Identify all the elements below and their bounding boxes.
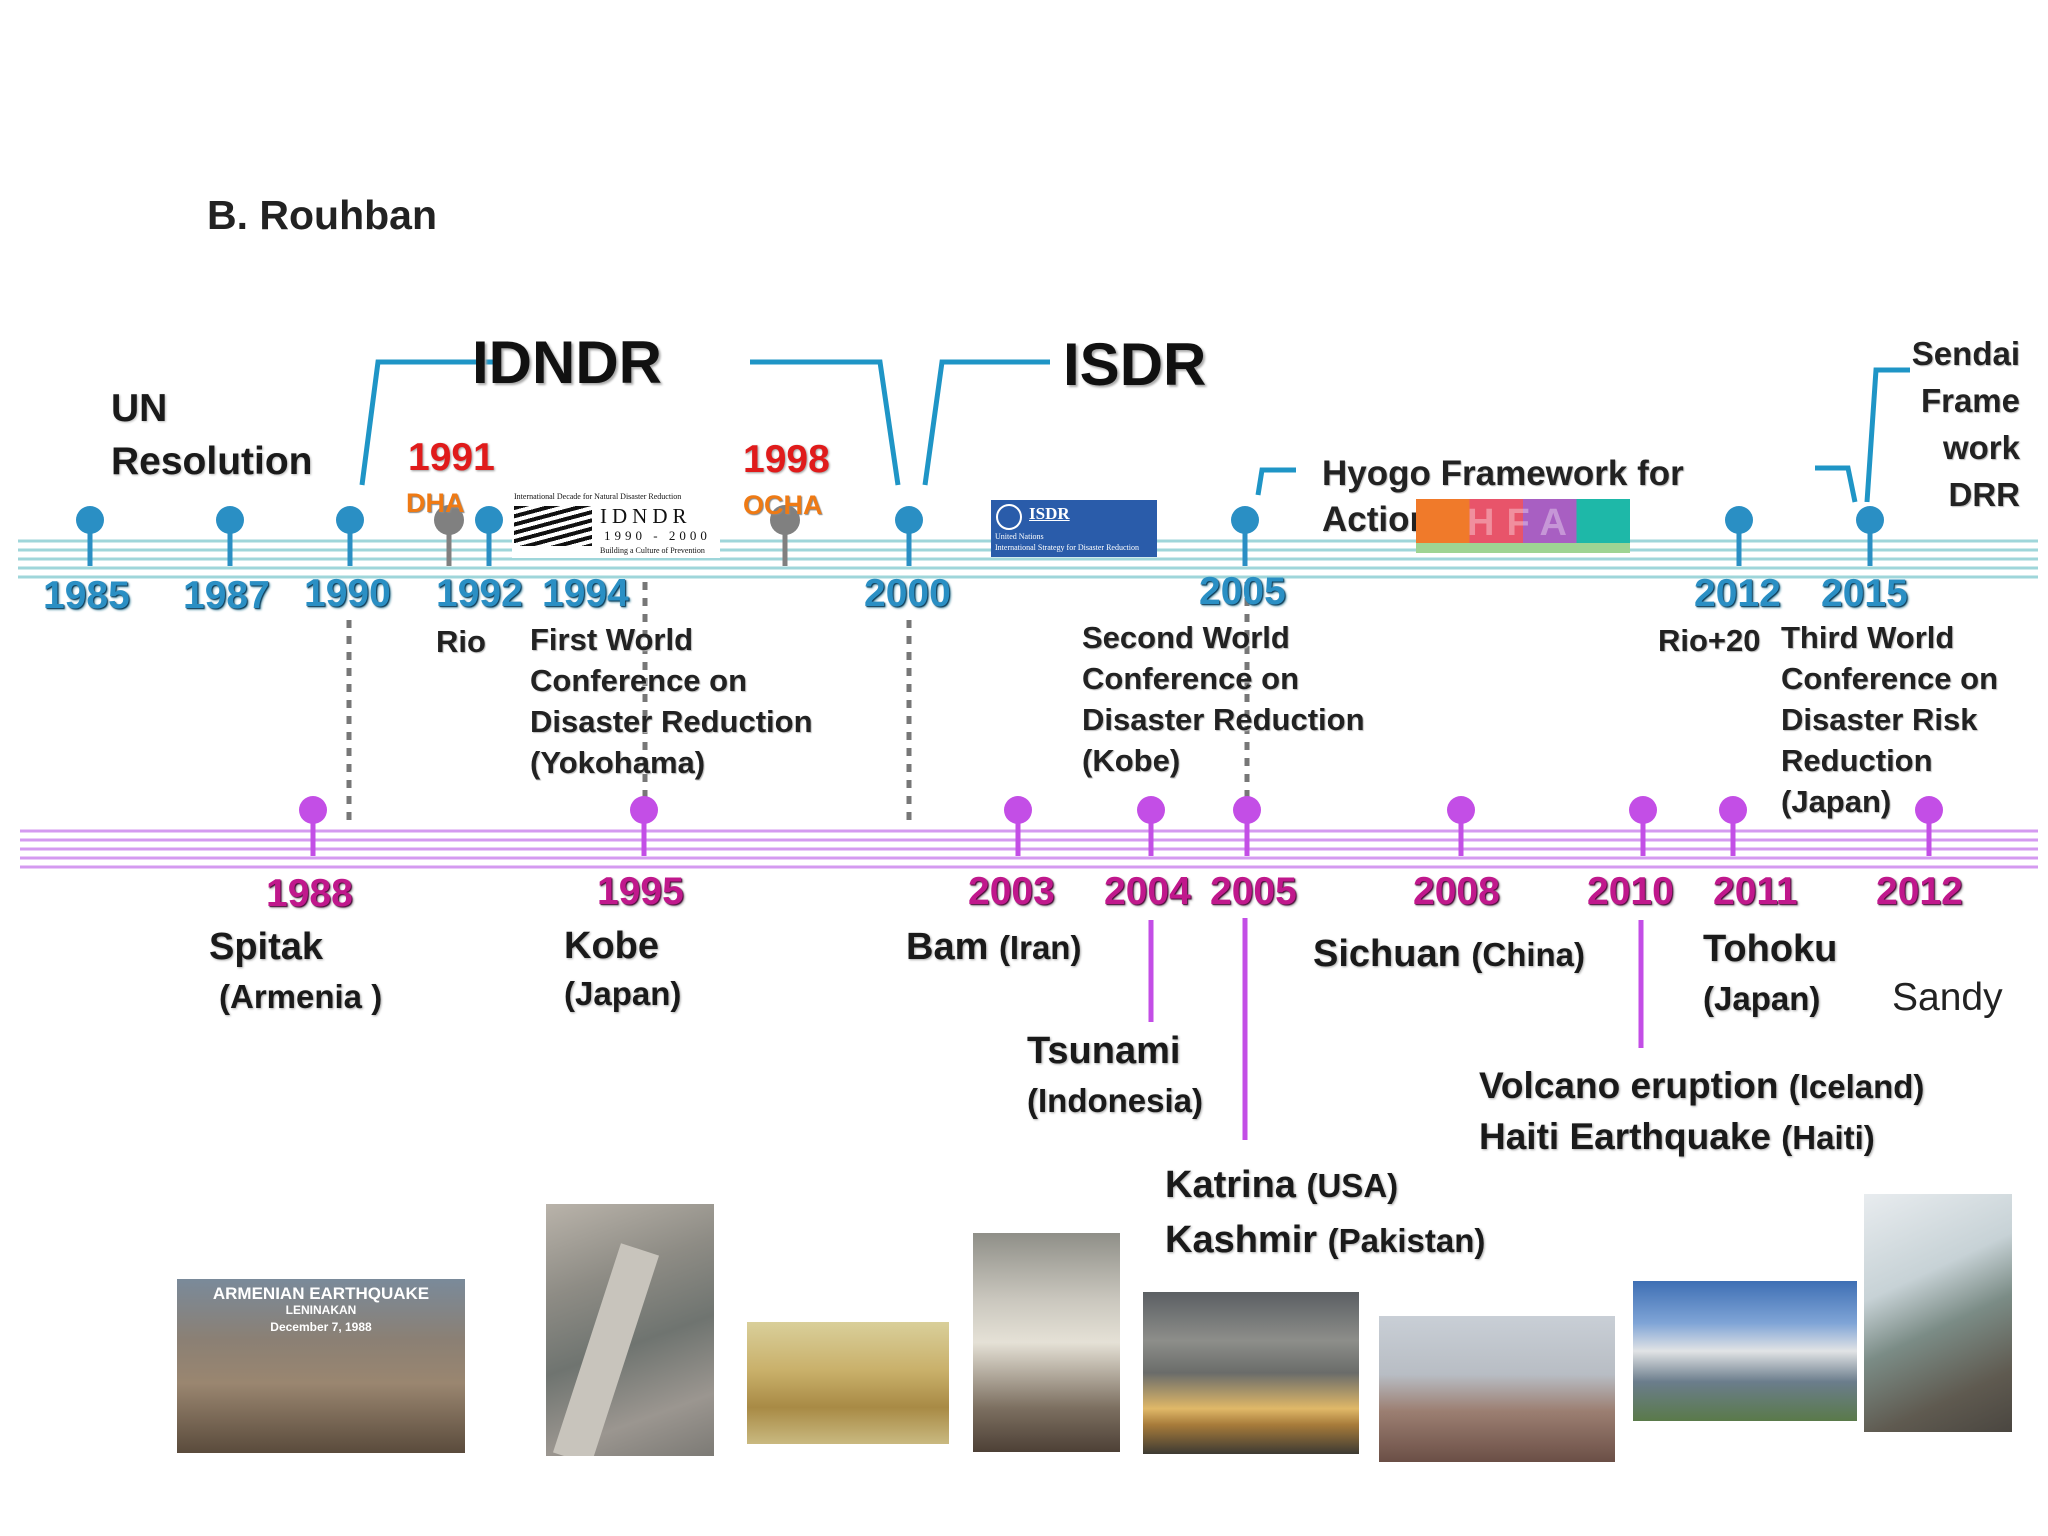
bottom-year-label: 1995 [597, 870, 684, 913]
bam-citadel-photo [747, 1322, 949, 1444]
sandy-coastline-photo [1864, 1194, 2012, 1432]
un-resolution-label: UN Resolution [111, 387, 313, 483]
top-year-label: 1987 [183, 574, 270, 617]
gray-pins [434, 505, 800, 566]
first-conference-label: First World Conference on Disaster Reduc… [530, 622, 813, 780]
bottom-year-label: 2004 [1104, 870, 1191, 913]
sendai-framework-label: Sendai Frame work DRR [1911, 335, 2020, 513]
second-conference-label: Second World Conference on Disaster Redu… [1082, 620, 1365, 778]
bottom-year-label: 1988 [266, 872, 353, 915]
bottom-timeline-band [20, 829, 2038, 869]
idndr-bracket-left [359, 359, 496, 486]
un-emblem-icon [996, 504, 1022, 530]
event-tsunami: Tsunami (Indonesia) [1027, 1030, 1204, 1119]
bottom-year-label: 2003 [968, 870, 1055, 913]
agency-pin [434, 505, 464, 535]
top-timeline-pin [1856, 506, 1884, 534]
top-timeline-pin [895, 506, 923, 534]
armenia-earthquake-photo: ARMENIAN EARTHQUAKE LENINAKAN December 7… [177, 1279, 465, 1453]
bottom-year-label: 2005 [1210, 870, 1297, 913]
agency-pin [770, 505, 800, 535]
tsunami-photo [973, 1233, 1120, 1452]
hfa-logo-text: HFA [1467, 502, 1579, 544]
bottom-year-label: 2008 [1413, 870, 1500, 913]
top-year-label: 1985 [43, 574, 130, 617]
third-conference-label: Third World Conference on Disaster Risk … [1781, 620, 1999, 819]
hurricane-katrina-photo [1143, 1292, 1359, 1454]
top-timeline-pin [1231, 506, 1259, 534]
bottom-timeline-pin [299, 796, 327, 824]
top-year-label: 2015 [1821, 572, 1908, 615]
armenia-photo-caption: ARMENIAN EARTHQUAKE LENINAKAN December 7… [212, 1284, 430, 1334]
event-volcano-haiti: Volcano eruption (Iceland) Haiti Earthqu… [1479, 1065, 1925, 1157]
idndr-heading: IDNDR [472, 329, 662, 396]
top-year-label: 1994 [542, 572, 629, 615]
event-bam: Bam (Iran) [906, 926, 1082, 968]
kobe-earthquake-photo [546, 1204, 714, 1456]
idndr-logo-wave [514, 506, 592, 546]
top-timeline-pin [216, 506, 244, 534]
top-year-label: 1990 [304, 572, 391, 615]
top-year-label: 2012 [1694, 572, 1781, 615]
isdr-logo-line2: International Strategy for Disaster Redu… [995, 543, 1139, 552]
bottom-timeline-pin [1137, 796, 1165, 824]
top-timeline-pin [475, 506, 503, 534]
top-timeline-pin [76, 506, 104, 534]
bottom-timeline-pin [630, 796, 658, 824]
top-year-label: 1992 [436, 572, 523, 615]
hyogo-bracket [1255, 467, 1296, 496]
idndr-logo-tagline: Building a Culture of Prevention [600, 546, 705, 555]
top-year-label: 2000 [864, 572, 951, 615]
idndr-logo-years: 1990 - 2000 [604, 528, 711, 543]
bottom-timeline-pin [1629, 796, 1657, 824]
event-sichuan: Sichuan (China) [1313, 933, 1586, 975]
sendai-bracket-right [1864, 367, 1910, 503]
sendai-bracket-left [1815, 465, 1858, 503]
hyogo-framework-label: Hyogo Framework for Action [1322, 454, 1684, 539]
bottom-pins [299, 796, 1943, 856]
top-timeline-band [18, 539, 2038, 579]
ocha-label: OCHA [743, 490, 823, 520]
top-timeline-pin [336, 506, 364, 534]
hfa-logo-bars [1416, 499, 1630, 543]
event-tohoku: Tohoku (Japan) [1703, 928, 1838, 1017]
top-pins [76, 506, 1884, 566]
isdr-bracket [922, 359, 1050, 486]
event-spitak: Spitak (Armenia ) [209, 926, 383, 1015]
bottom-year-label: 2012 [1876, 870, 1963, 913]
hfa-logo: HFA [1416, 499, 1630, 553]
year-1998-label: 1998 [743, 438, 830, 481]
bottom-year-label: 2010 [1587, 870, 1674, 913]
top-year-label: 2005 [1199, 570, 1286, 613]
isdr-heading: ISDR [1063, 331, 1207, 398]
year-1991-label: 1991 [408, 436, 495, 479]
top-timeline-pin [1725, 506, 1753, 534]
dha-label: DHA [406, 488, 465, 518]
rio-label: Rio [436, 624, 486, 659]
bottom-timeline-pin [1447, 796, 1475, 824]
bottom-timeline-pin [1004, 796, 1032, 824]
isdr-logo-line1: United Nations [995, 532, 1044, 541]
iceland-volcano-photo [1633, 1281, 1857, 1421]
hfa-logo-strip [1416, 543, 1630, 553]
idndr-logo-topline: International Decade for Natural Disaste… [514, 492, 682, 501]
author-name: B. Rouhban [207, 192, 438, 238]
bottom-year-label: 2011 [1713, 870, 1798, 913]
bottom-timeline-pin [1719, 796, 1747, 824]
idndr-logo-name: IDNDR [600, 504, 692, 528]
event-kobe: Kobe (Japan) [564, 925, 682, 1012]
bottom-timeline-pin [1915, 796, 1943, 824]
isdr-logo: ISDR United Nations International Strate… [991, 500, 1157, 557]
event-sandy: Sandy [1892, 976, 2003, 1019]
isdr-logo-name: ISDR [1029, 504, 1070, 523]
idndr-bracket-right [750, 359, 901, 486]
bottom-timeline-pin [1233, 796, 1261, 824]
event-katrina-kashmir: Katrina (USA) Kashmir (Pakistan) [1165, 1164, 1486, 1261]
kobe-collapsed-highway [552, 1243, 660, 1456]
idndr-logo: International Decade for Natural Disaste… [512, 492, 720, 558]
pakistan-flood-victims-photo [1379, 1316, 1615, 1462]
rio20-label: Rio+20 [1658, 623, 1761, 658]
